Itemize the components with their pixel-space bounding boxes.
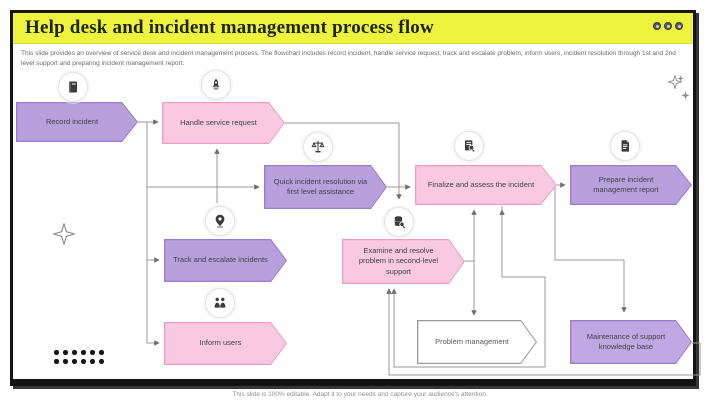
sparkle-icon — [51, 221, 77, 250]
node-label: Quick incident resolution via first leve… — [273, 176, 368, 196]
rocket-icon — [201, 70, 231, 100]
title-bar: Help desk and incident management proces… — [13, 13, 693, 44]
flow-node-prepare-incident-report[interactable]: Prepare incident management report — [570, 165, 692, 205]
document-search-icon — [454, 131, 484, 161]
sparkle-icon — [681, 87, 690, 105]
slide-footer-note: This slide is 100% editable. Adapt it to… — [232, 391, 488, 398]
flow-node-quick-incident-resolution[interactable]: Quick incident resolution via first leve… — [264, 165, 387, 209]
node-label: Problem management — [435, 336, 509, 346]
flow-connectors — [138, 119, 701, 376]
book-icon — [58, 72, 88, 102]
database-search-icon — [384, 207, 414, 237]
node-label: Prepare incident management report — [593, 174, 659, 194]
node-label: Inform users — [199, 338, 242, 348]
flow-node-handle-service-request[interactable]: Handle service request — [162, 102, 285, 144]
scales-icon — [303, 132, 333, 162]
slide-title: Help desk and incident management proces… — [25, 17, 434, 38]
flow-node-maintenance-knowledge-base[interactable]: Maintenance of support knowledge base — [570, 320, 692, 364]
slide-subtitle: This slide provides an overview of servi… — [21, 50, 676, 67]
people-icon — [205, 288, 235, 318]
sparkle-icon — [666, 73, 684, 94]
node-label: Handle service request — [180, 117, 257, 127]
node-label: Record incident — [45, 116, 99, 126]
flow-node-finalize-assess-incident[interactable]: Finalize and assess the incident — [415, 165, 557, 205]
flow-node-track-escalate-incidents[interactable]: Track and escalate incidents — [164, 239, 287, 282]
node-label: Maintenance of support knowledge base — [586, 331, 666, 351]
node-label: Finalize and assess the incident — [427, 179, 535, 189]
flow-node-inform-users[interactable]: Inform users — [164, 322, 287, 365]
node-label: Examine and resolve problem in second-le… — [358, 246, 439, 276]
slide-frame: Help desk and incident management proces… — [10, 10, 701, 386]
document-icon — [610, 131, 640, 161]
options-dots-icon[interactable] — [653, 22, 683, 30]
location-pin-icon — [205, 206, 235, 236]
dot-grid-decoration — [54, 350, 108, 368]
flow-node-record-incident[interactable]: Record incident — [16, 102, 138, 142]
flowchart-canvas: Record incident Handle service request Q… — [13, 13, 701, 379]
flow-node-problem-management[interactable]: Problem management — [417, 320, 537, 364]
flow-node-examine-resolve-problem[interactable]: Examine and resolve problem in second-le… — [342, 239, 465, 284]
node-label: Track and escalate incidents — [173, 255, 268, 265]
sparkle-icon — [677, 69, 684, 87]
